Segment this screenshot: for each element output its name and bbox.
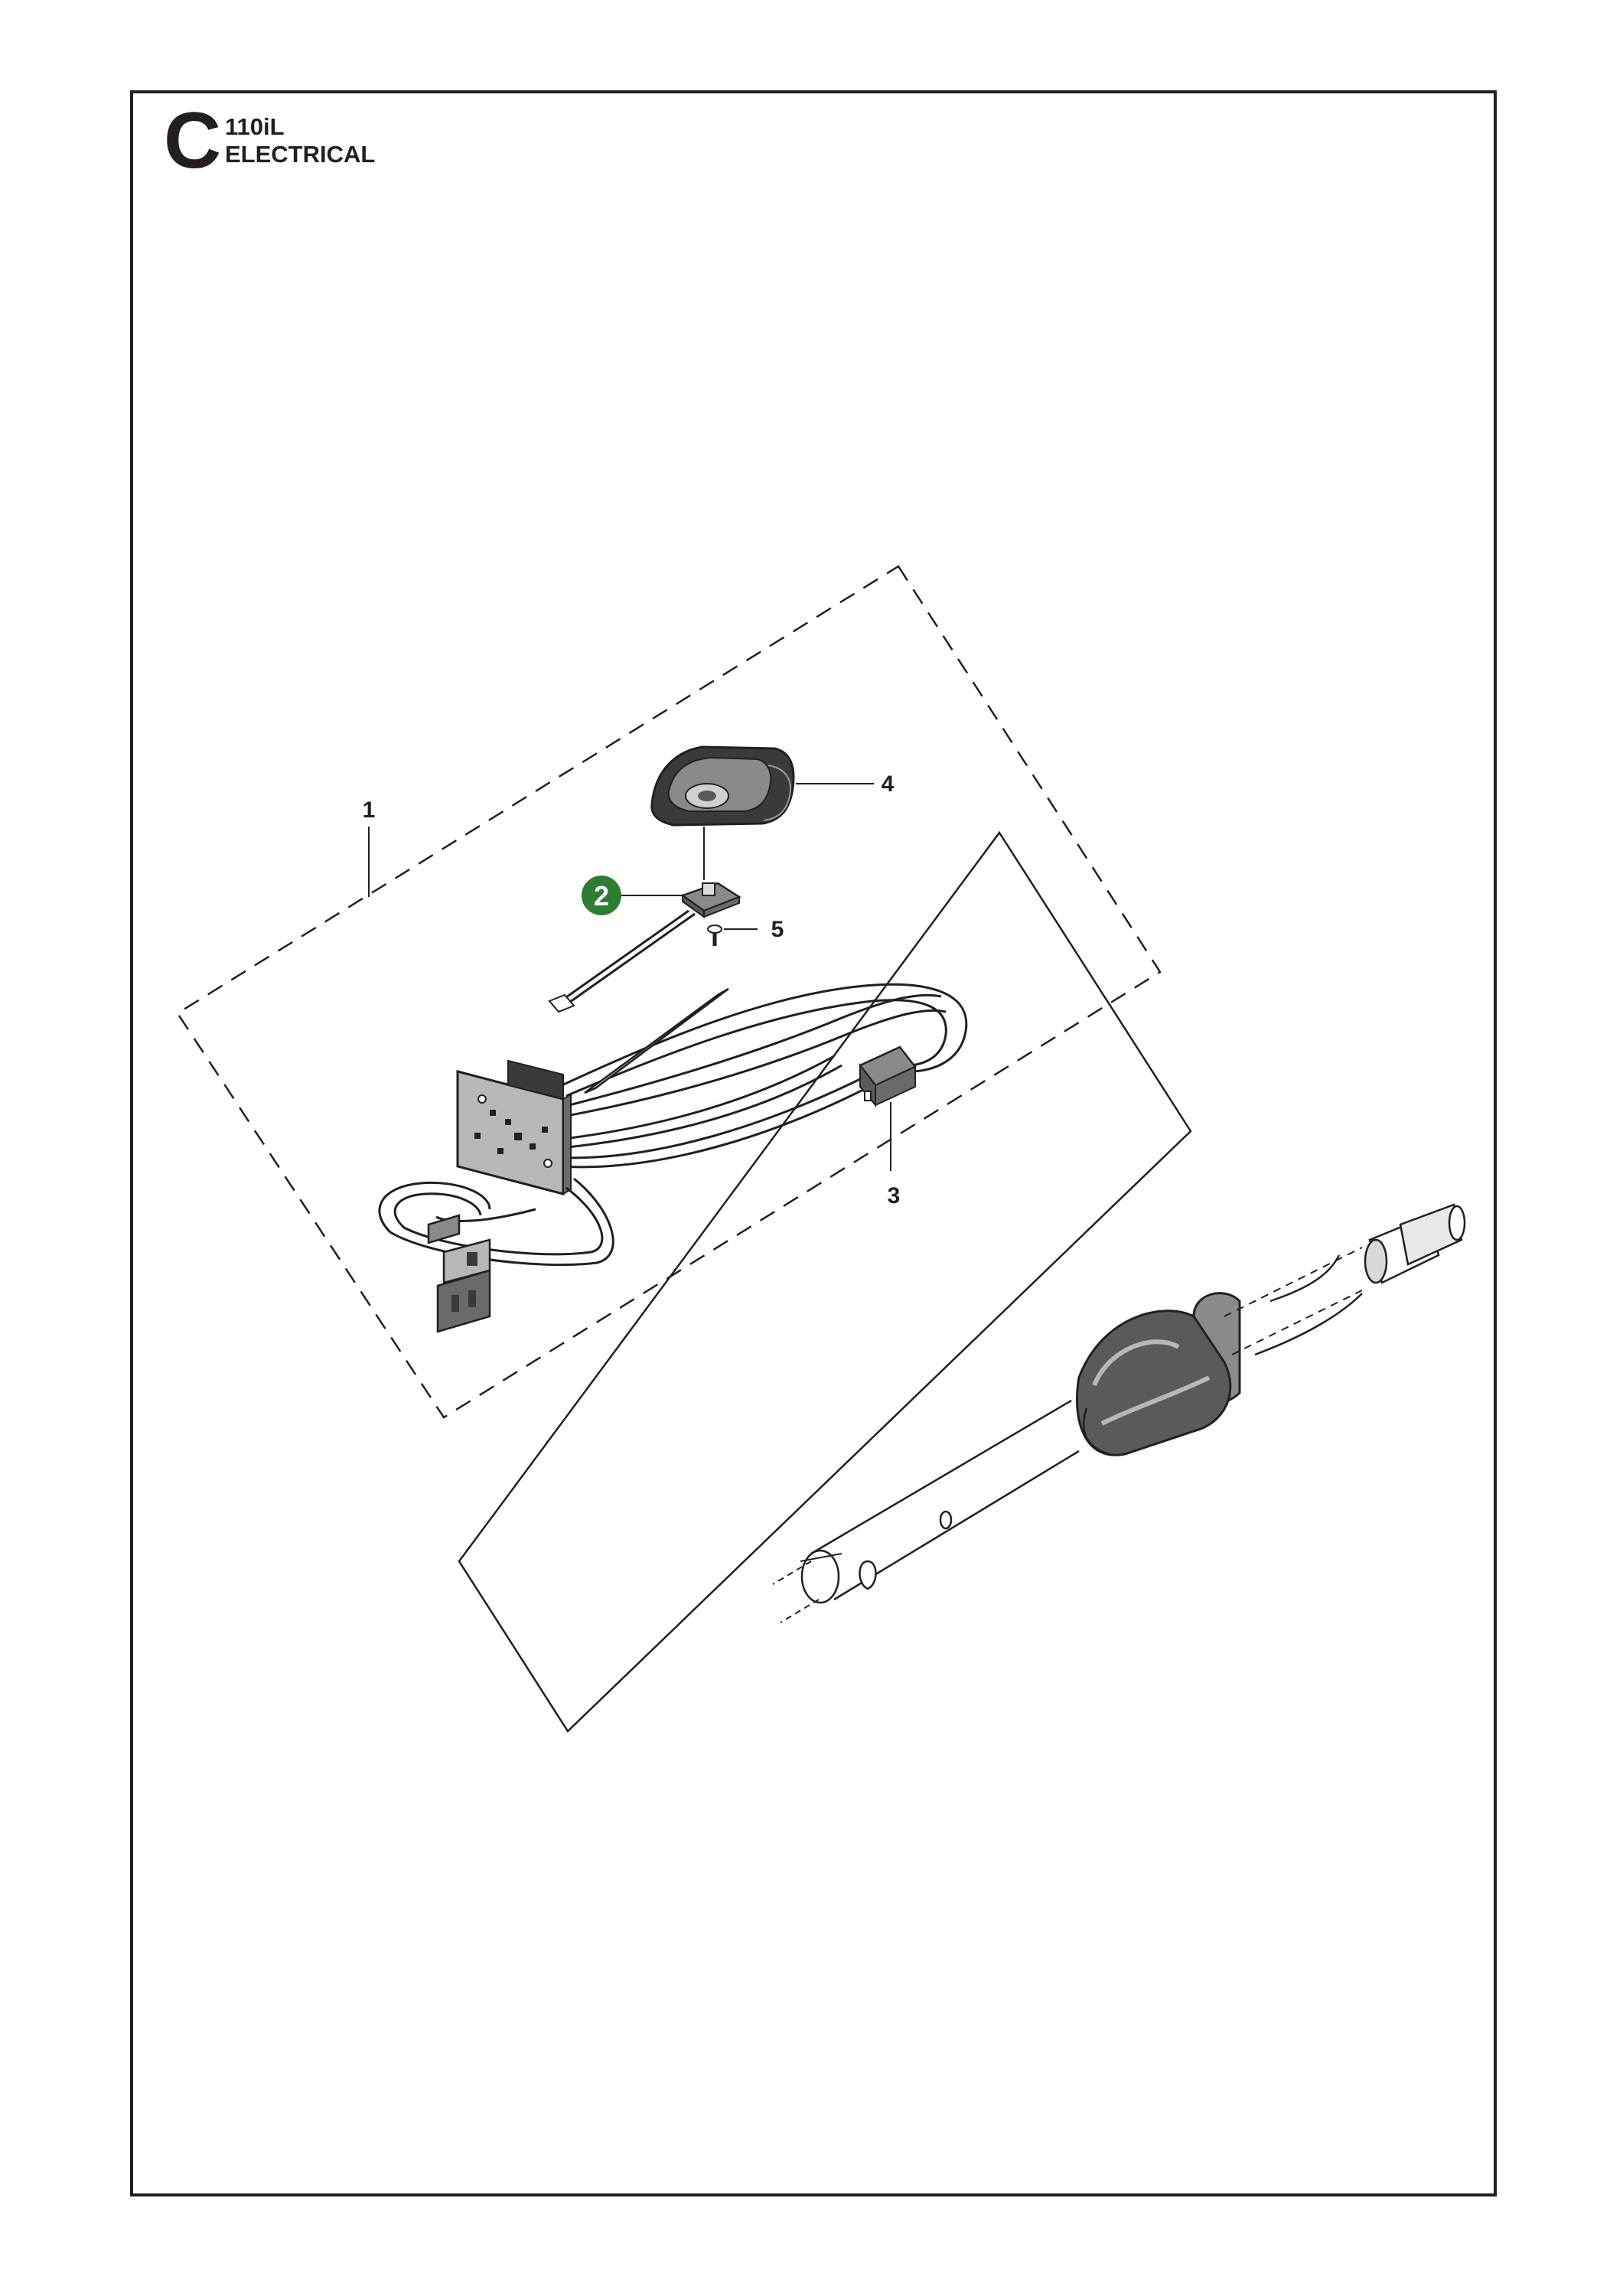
callout-3: 3 bbox=[888, 1183, 901, 1208]
terminal-connector bbox=[427, 1214, 491, 1333]
assembly-boundary-dashed bbox=[176, 565, 1162, 1419]
leader-lines bbox=[368, 783, 891, 1171]
button-cover-part bbox=[650, 745, 795, 827]
model-name: 110iL bbox=[225, 113, 285, 140]
callout-5: 5 bbox=[771, 917, 784, 942]
section-title: ELECTRICAL bbox=[225, 141, 376, 168]
callout-2-highlighted: 2 bbox=[582, 876, 621, 915]
section-letter: C bbox=[164, 96, 222, 185]
callout-2: 2 bbox=[594, 880, 609, 912]
foam-strip bbox=[584, 987, 729, 1094]
screw-part bbox=[707, 925, 722, 946]
page-frame bbox=[130, 90, 1497, 2197]
handle-tube bbox=[772, 1203, 1466, 1623]
section-header: 110iL ELECTRICAL bbox=[225, 113, 375, 168]
callout-1: 1 bbox=[363, 797, 376, 823]
handle-boundary bbox=[458, 830, 1192, 1733]
lower-cable-loop bbox=[378, 1177, 614, 1267]
wiring-harness bbox=[550, 983, 968, 1169]
switch-board-part bbox=[680, 882, 741, 918]
main-circuit-board bbox=[456, 1059, 572, 1195]
callout-4: 4 bbox=[882, 771, 895, 797]
microswitch-part bbox=[859, 1045, 917, 1107]
ribbon-cable bbox=[548, 909, 696, 1013]
